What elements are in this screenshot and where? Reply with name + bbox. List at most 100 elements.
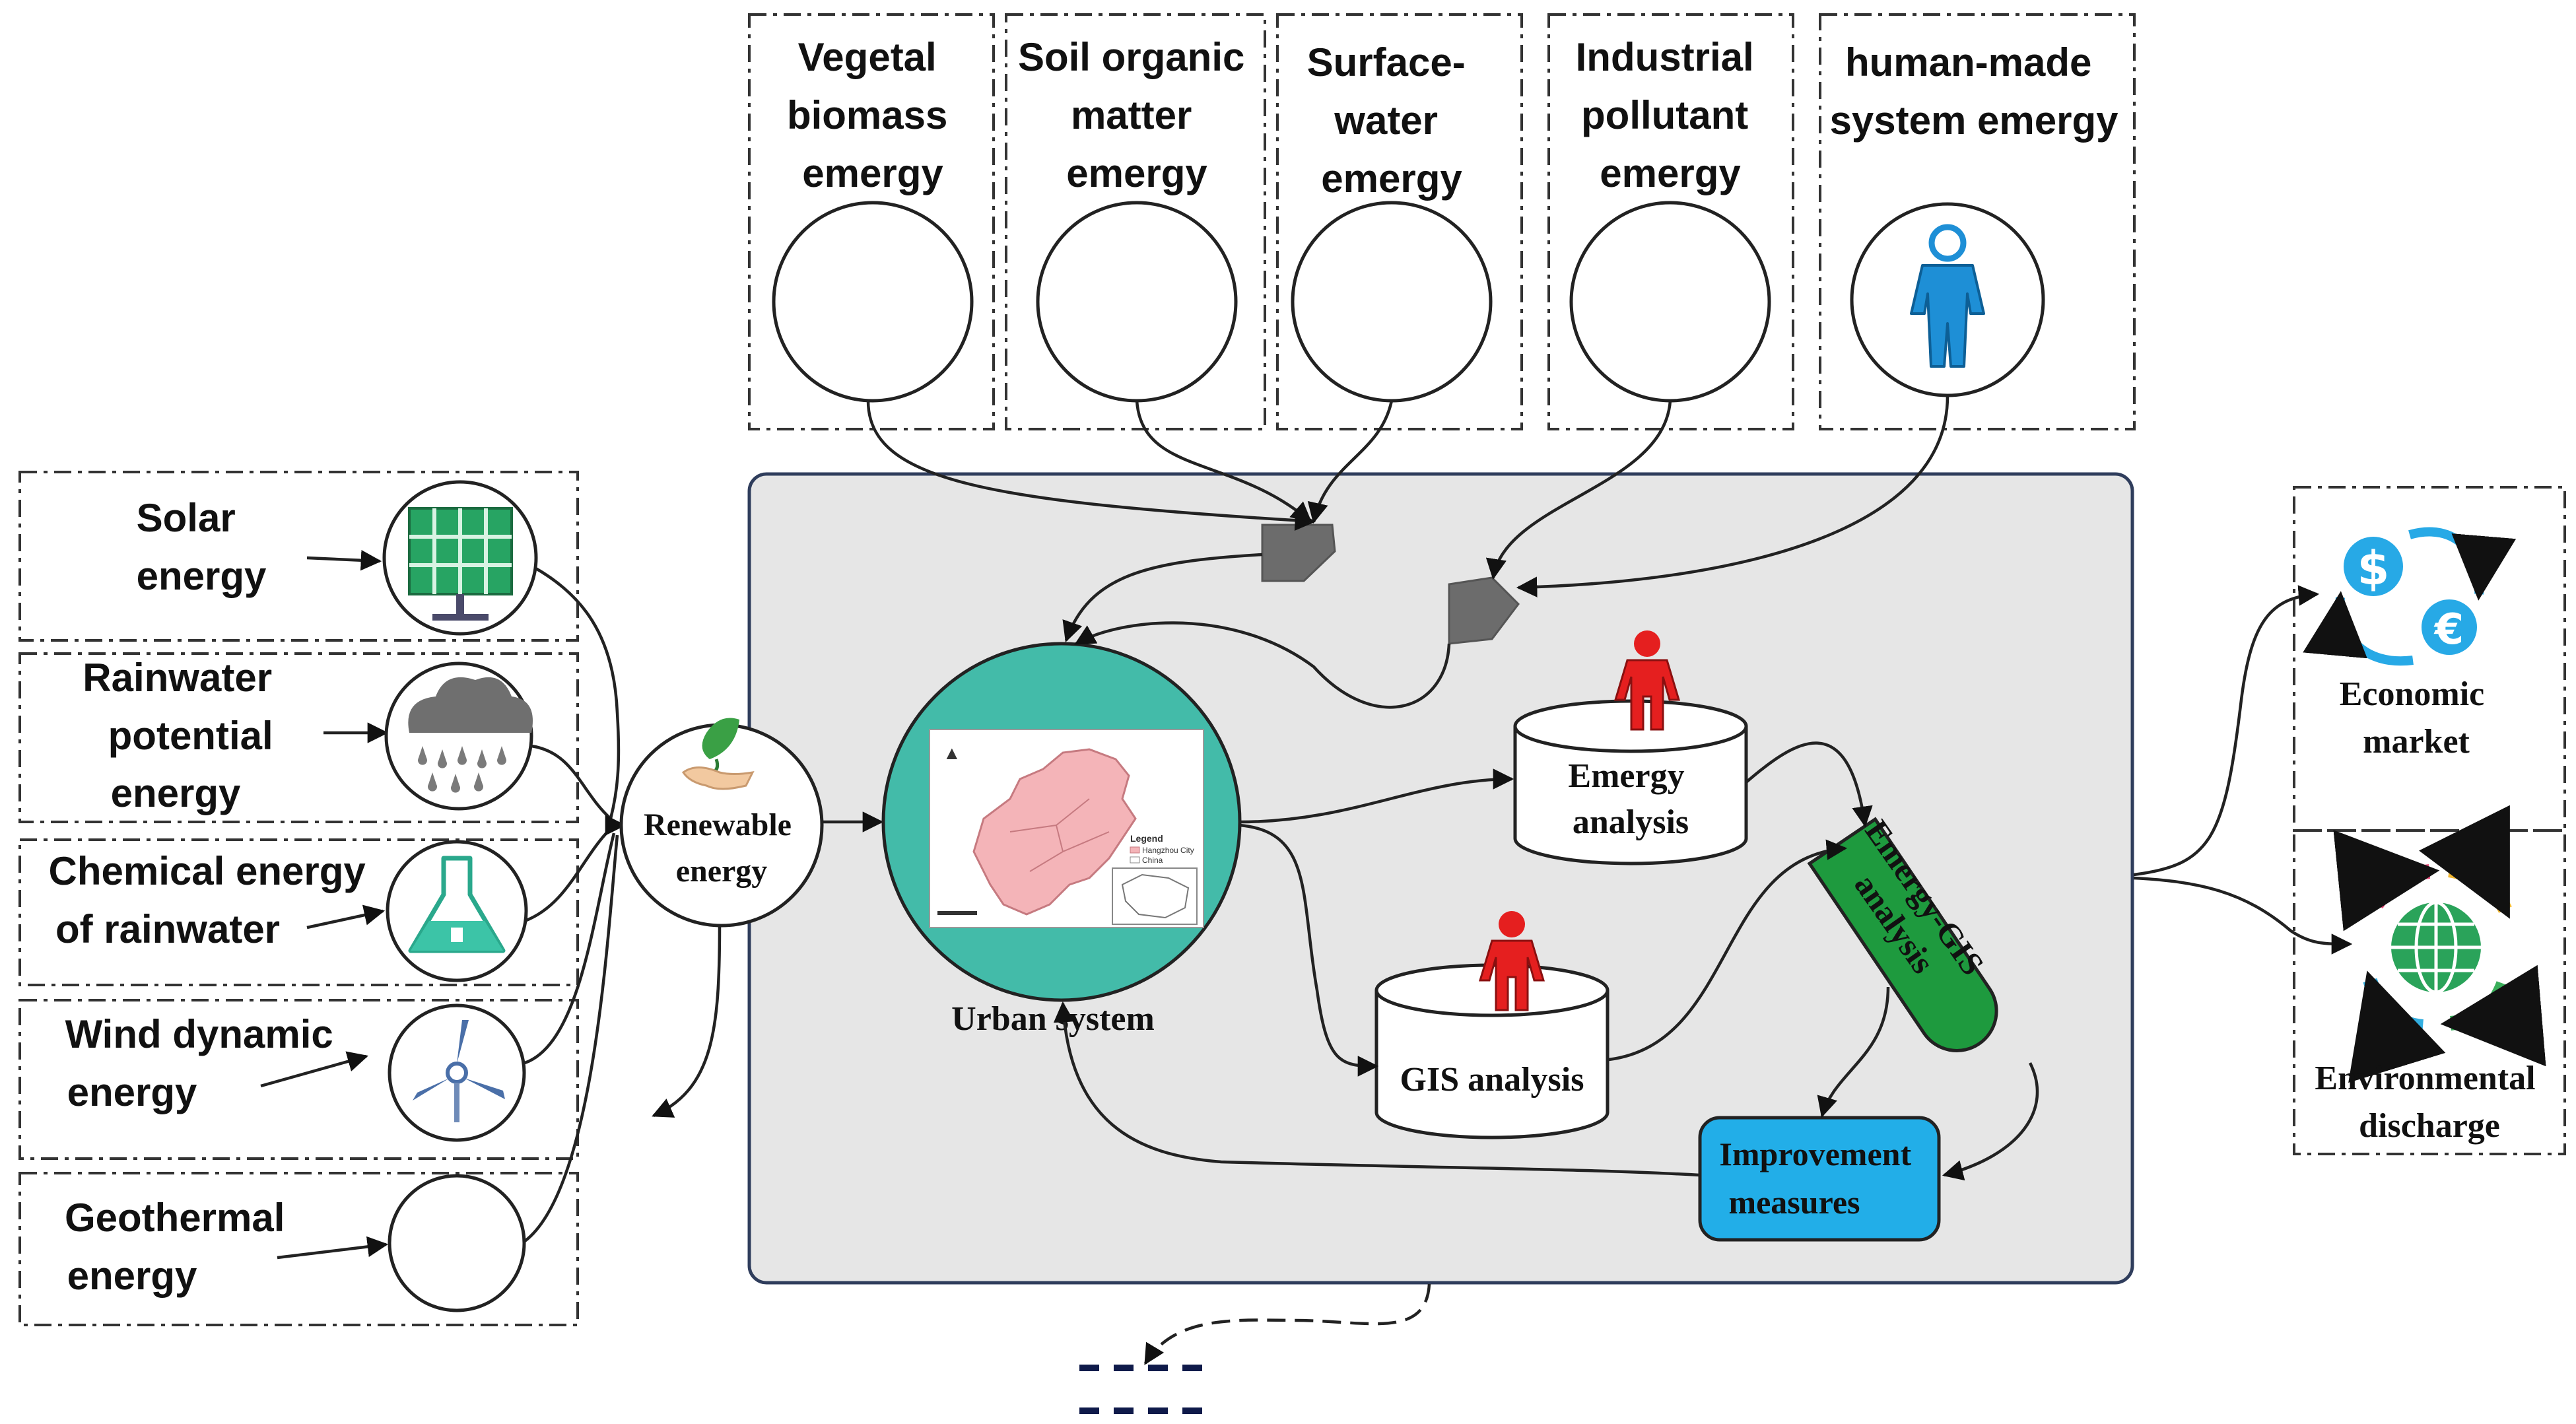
label-line: energy — [67, 1254, 197, 1298]
box-surface-water — [1276, 13, 1523, 430]
factory-smoke-icon — [1569, 201, 1771, 403]
map-scale-bar — [937, 911, 977, 915]
label-line: Renewable — [644, 807, 792, 842]
hangzhou-map-shape — [972, 748, 1137, 916]
label-line: pollutant — [1581, 93, 1748, 137]
label-line: emergy — [1321, 156, 1462, 201]
human-icon-gis — [1478, 911, 1545, 1011]
label-line: Environmental — [2315, 1060, 2535, 1097]
label-chemical-rainwater: Chemical energy of rainwater — [49, 849, 377, 951]
label-line: Improvement — [1719, 1136, 1911, 1172]
box-rainwater-potential — [18, 652, 579, 823]
label-soil-organic-matter: Soil organic matter emergy — [1018, 35, 1256, 195]
map-legend-item: Hangzhou City — [1142, 846, 1194, 855]
label-line: Economic — [2340, 675, 2485, 713]
left-source-boxes — [18, 471, 579, 1326]
rain-cloud-icon — [384, 661, 533, 811]
box-chemical-rainwater — [18, 838, 579, 986]
label-line: Rainwater — [83, 656, 272, 700]
label-geothermal: Geothermal energy — [65, 1196, 296, 1298]
person-icon — [1850, 202, 2045, 397]
label-line: matter — [1071, 93, 1192, 137]
label-line: Solar — [137, 496, 236, 540]
label-wind-dynamic: Wind dynamic energy — [65, 1012, 345, 1114]
label-line: potential — [108, 714, 273, 758]
box-wind-dynamic — [18, 999, 579, 1160]
label-line: biomass — [787, 93, 947, 137]
box-vegetal-biomass — [748, 13, 995, 430]
label-solar: Solar energy — [137, 496, 267, 598]
label-line: energy — [676, 854, 768, 889]
left-to-renewable-connectors — [524, 566, 627, 1242]
china-inset-map — [1112, 867, 1198, 925]
continuation-dashes — [1079, 1365, 1215, 1414]
label-line: emergy — [802, 151, 943, 195]
flask-icon — [386, 840, 528, 982]
label-economic-market: Economic market — [2340, 675, 2493, 761]
renewable-energy-node: Renewable energy — [619, 718, 824, 928]
currency-exchange-icon: $ € — [2303, 527, 2517, 666]
svg-text:$: $ — [2357, 541, 2390, 595]
svg-text:€: € — [2433, 605, 2464, 654]
box-geothermal — [18, 1172, 579, 1326]
label-human-made-system: human-made system emergy — [1830, 40, 2119, 143]
label-line: system emergy — [1830, 98, 2119, 143]
merge-node-1 — [1261, 524, 1336, 582]
wind-turbine-icon — [388, 1003, 526, 1142]
top-source-boxes — [748, 13, 2136, 430]
emergy-gis-analysis-node — [1807, 817, 1998, 1052]
label-line: energy — [111, 771, 241, 815]
biomass-icon — [772, 201, 974, 403]
human-icon-emergy — [1613, 630, 1681, 731]
label-line: Industrial — [1576, 35, 1754, 79]
label-line: Geothermal — [65, 1196, 285, 1240]
label-line: measures — [1728, 1184, 1860, 1221]
label-line: Emergy — [1568, 757, 1684, 795]
emergy-analysis-node: Emergy analysis — [1513, 699, 1748, 865]
legend-swatch — [1130, 856, 1140, 864]
improvement-measures-label: Improvement measures — [1719, 1136, 1919, 1221]
label-rainwater-potential: Rainwater potential energy — [83, 656, 284, 815]
left-label-arrows — [260, 549, 389, 1260]
label-line: Vegetal — [798, 35, 937, 79]
soil-layers-icon — [1036, 201, 1238, 403]
urban-system-label: Urban system — [951, 1000, 1155, 1038]
flow-connectors — [866, 395, 2353, 1365]
box-soil-organic-matter — [1005, 13, 1266, 430]
legend-swatch — [1130, 846, 1140, 854]
label-line: of rainwater — [55, 907, 280, 951]
map-legend-title: Legend — [1130, 833, 1163, 844]
label-line: energy — [137, 554, 267, 598]
north-arrow-icon: ▲ — [943, 743, 961, 763]
renewable-energy-label: Renewable energy — [644, 807, 799, 889]
label-surface-water: Surface- water emergy — [1307, 40, 1477, 201]
label-line: Chemical energy — [49, 849, 366, 893]
renewable-down-arrow — [652, 925, 722, 1118]
globe-recycle-icon — [2333, 805, 2546, 1083]
merge-node-2 — [1448, 576, 1520, 645]
box-human-made-system — [1819, 13, 2136, 430]
gis-analysis-node: GIS analysis — [1374, 963, 1610, 1139]
label-line: Surface- — [1307, 40, 1466, 85]
urban-system-node: ▲ Legend Hangzhou City China Urban syste… — [881, 642, 1242, 1038]
box-economic-market — [2293, 486, 2566, 832]
map-legend-item: China — [1142, 856, 1163, 865]
improvement-measures-node: Improvement measures — [1698, 1116, 1941, 1242]
box-solar — [18, 471, 579, 642]
box-industrial-pollutant — [1547, 13, 1794, 430]
label-line: Soil organic — [1018, 35, 1244, 79]
label-environmental-discharge: Environmental discharge — [2315, 1060, 2544, 1145]
label-line: analysis — [1573, 803, 1689, 841]
label-line: Wind dynamic — [65, 1012, 333, 1056]
emergy-analysis-label: Emergy analysis — [1568, 757, 1693, 841]
label-line: emergy — [1066, 151, 1207, 195]
label-line: market — [2363, 723, 2470, 761]
cooling-tower-icon — [388, 1174, 526, 1312]
gis-analysis-label: GIS analysis — [1400, 1061, 1584, 1099]
label-line: energy — [67, 1070, 197, 1114]
dam-water-icon — [1291, 201, 1493, 403]
label-industrial-pollutant: Industrial pollutant emergy — [1576, 35, 1765, 195]
solar-panel-icon — [382, 480, 538, 636]
label-vegetal-biomass: Vegetal biomass emergy — [787, 35, 959, 195]
